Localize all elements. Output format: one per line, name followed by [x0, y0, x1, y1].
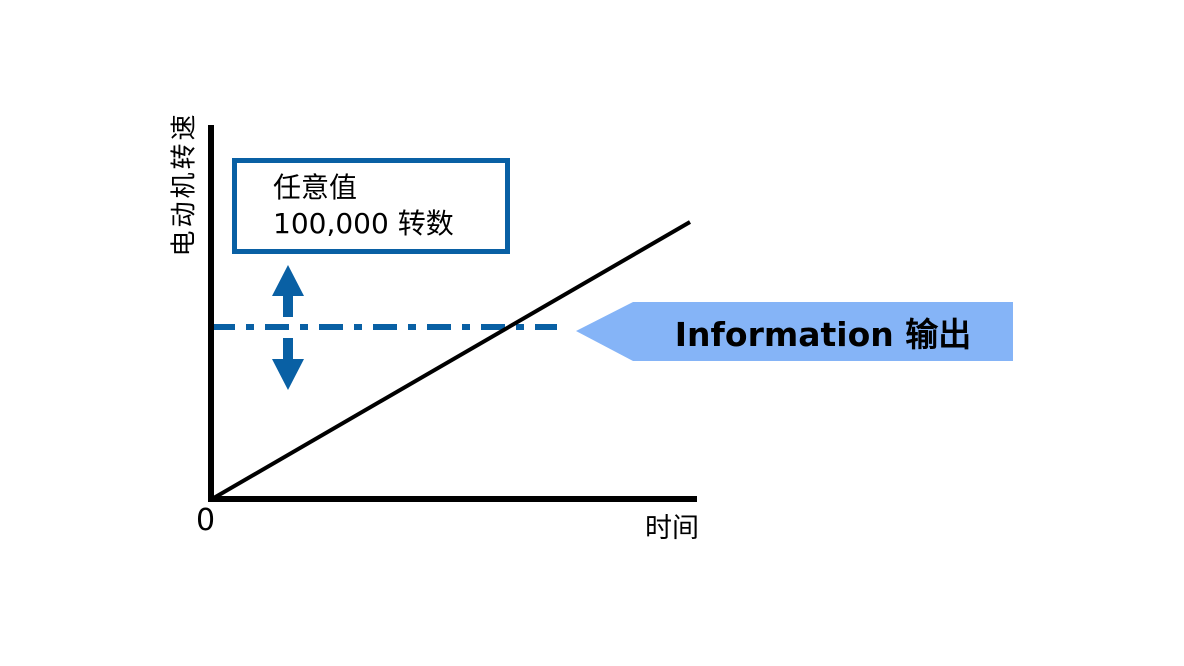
speed-ramp-line	[210, 220, 692, 501]
output-banner-label: Information 输出	[674, 314, 972, 354]
threshold-annotation-box: 任意值 100,000 转数	[232, 158, 510, 254]
x-axis-label: 时间	[645, 513, 699, 544]
origin-label: 0	[196, 503, 216, 538]
output-banner-arrow-shape	[576, 302, 1013, 361]
threshold-down-arrow-icon	[272, 338, 304, 390]
annotation-line1: 任意值	[273, 170, 358, 204]
y-axis-label: 电动机转速	[169, 111, 200, 257]
annotation-line2: 100,000 转数	[273, 206, 454, 240]
threshold-up-arrow-icon	[272, 265, 304, 317]
